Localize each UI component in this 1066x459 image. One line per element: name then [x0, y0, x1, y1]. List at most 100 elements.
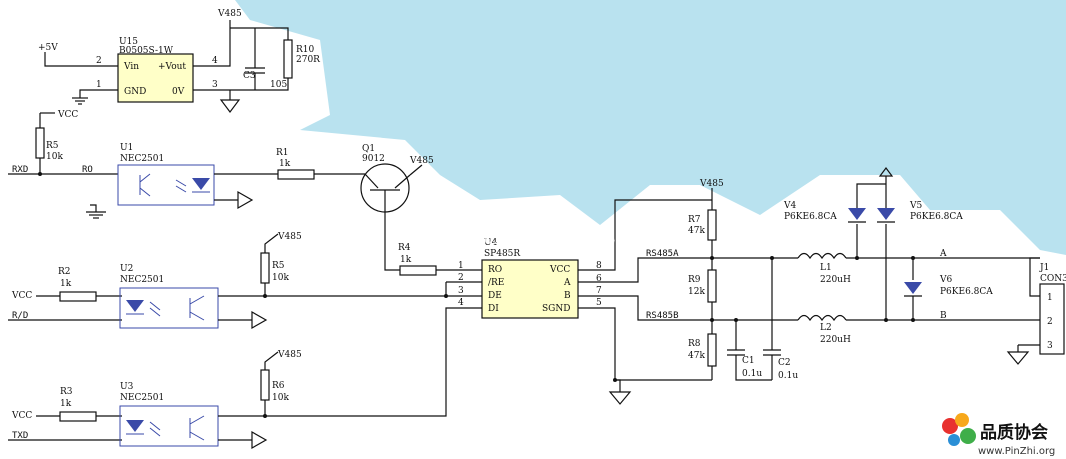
connector-j1: J1 CON3 1 2 3 — [1006, 257, 1066, 365]
rd-rail: V485 — [277, 232, 302, 242]
j1-name: CON3 — [1040, 274, 1066, 284]
u4-pin-5-name: SGND — [542, 304, 570, 314]
bus-rail: V485 — [699, 179, 724, 189]
q1-rail: V485 — [409, 156, 434, 166]
u15-output-rail: V485 — [217, 9, 242, 19]
r7-value: 47k — [688, 226, 705, 236]
net-rd: R/D — [12, 311, 28, 321]
r8-value: 47k — [688, 351, 705, 361]
u15-gnd-pin: GND — [124, 87, 146, 97]
v5-ref: V5 — [909, 201, 922, 211]
net-rxd: RXD — [12, 165, 28, 175]
power-module-u15: U15 B0505S-1W Vin +Vout GND 0V +5V 2 1 4… — [38, 9, 320, 113]
u4-pin-4-name: DI — [488, 304, 499, 314]
r4-ref: R4 — [398, 243, 411, 253]
u15-ref: U15 — [119, 37, 138, 47]
u15-pin-1: 1 — [96, 80, 102, 90]
c1-value: 0.1u — [742, 369, 762, 379]
r9-value: 12k — [688, 287, 705, 297]
r1-value: 1k — [279, 159, 291, 169]
r9-ref: R9 — [688, 275, 701, 285]
u15-pin-4: 4 — [212, 56, 218, 66]
u4-pin-3-name: DE — [488, 291, 502, 301]
u15-vin-pin: Vin — [123, 62, 139, 72]
u4-pin-2-num: 2 — [458, 273, 464, 283]
r3-ref: R3 — [60, 387, 73, 397]
r1-ref: R1 — [276, 148, 289, 158]
vcc-label-r5: VCC — [57, 110, 78, 120]
logo-petal-yellow — [955, 413, 969, 427]
u15-zero-pin: 0V — [172, 87, 185, 97]
logo-petal-green — [960, 428, 976, 444]
pinzhi-logo: 品质协会 www.PinZhi.org — [942, 413, 1055, 457]
j1-pin-2: 2 — [1047, 317, 1053, 327]
net-rs485b: RS485B — [646, 311, 679, 321]
u4-pin-7-name: B — [564, 291, 571, 301]
input-rail-label: +5V — [38, 43, 58, 53]
net-txd: TXD — [12, 431, 28, 441]
u4-ref: U4 — [484, 238, 498, 248]
c2-value: 0.1u — [778, 371, 798, 381]
r5-value: 10k — [46, 152, 63, 162]
u4-pin-8-name: VCC — [549, 265, 570, 275]
net-rs485a: RS485A — [646, 249, 679, 259]
u4-pin-2-name: /RE — [488, 278, 504, 288]
u15-vout-pin: +Vout — [158, 62, 186, 72]
u15-pin-2: 2 — [96, 56, 102, 66]
u4-pin-6-num: 6 — [596, 274, 602, 284]
c3-value: 105 — [270, 80, 287, 90]
rxd-section: VCC R5 10k RXD RO U1 NEC2501 R1 1k Q1 90 — [8, 110, 482, 276]
r4-value: 1k — [400, 255, 412, 265]
u4-pin-1-num: 1 — [458, 261, 464, 271]
watermark-text: http://blog.csdn.net/u012351051 — [420, 232, 652, 248]
txd-rail: V485 — [277, 350, 302, 360]
vcc-label-u3: VCC — [11, 411, 32, 421]
logo-url: www.PinZhi.org — [978, 446, 1055, 457]
u4-pin-3-num: 3 — [458, 286, 464, 296]
r7-ref: R7 — [688, 215, 701, 225]
u4-pin-8-num: 8 — [596, 261, 602, 271]
rd-section: R2 1k VCC R/D U2 NEC2501 R5 10k V485 — [8, 232, 448, 330]
q1-part: 9012 — [362, 154, 385, 164]
r5-ref: R5 — [46, 141, 59, 151]
l1-value: 220uH — [820, 275, 851, 285]
c2-ref: C2 — [778, 358, 791, 368]
u2-ref: U2 — [120, 264, 133, 274]
v6-part: P6KE6.8CA — [940, 287, 993, 297]
logo-petal-blue — [948, 434, 960, 446]
logo-petal-red — [942, 418, 958, 434]
r5b-ref: R5 — [272, 261, 285, 271]
u15-part: B0505S-1W — [119, 46, 174, 56]
vcc-label-u2: VCC — [11, 291, 32, 301]
r6-value: 10k — [272, 393, 289, 403]
r3-value: 1k — [60, 399, 72, 409]
line-b-label: B — [940, 311, 947, 321]
r5b-value: 10k — [272, 273, 289, 283]
c1-ref: C1 — [742, 356, 755, 366]
v4-ref: V4 — [783, 201, 796, 211]
u2-part: NEC2501 — [120, 275, 164, 285]
u4-pin-4-num: 4 — [458, 298, 464, 308]
u4-part: SP485R — [484, 249, 520, 259]
logo-name: 品质协会 — [980, 422, 1048, 443]
u4-pin-6-name: A — [563, 278, 571, 288]
r10-value: 270R — [296, 55, 320, 65]
bus-section: V485 R7 47k R9 12k R8 47k RS485A RS485B … — [646, 167, 1040, 381]
u3-part: NEC2501 — [120, 393, 164, 403]
v4-part: P6KE6.8CA — [784, 212, 837, 222]
j1-pin-3: 3 — [1047, 341, 1053, 351]
j1-pin-1: 1 — [1047, 293, 1053, 303]
v5-part: P6KE6.8CA — [910, 212, 963, 222]
u4-pin-5-num: 5 — [596, 298, 602, 308]
j1-ref: J1 — [1039, 263, 1049, 273]
u3-ref: U3 — [120, 382, 134, 392]
u15-pin-3: 3 — [212, 80, 218, 90]
v6-ref: V6 — [939, 275, 952, 285]
c3-ref: C3 — [243, 71, 256, 81]
r2-value: 1k — [60, 279, 72, 289]
l1-ref: L1 — [820, 263, 832, 273]
line-a-label: A — [939, 249, 947, 259]
r2-ref: R2 — [58, 267, 71, 277]
